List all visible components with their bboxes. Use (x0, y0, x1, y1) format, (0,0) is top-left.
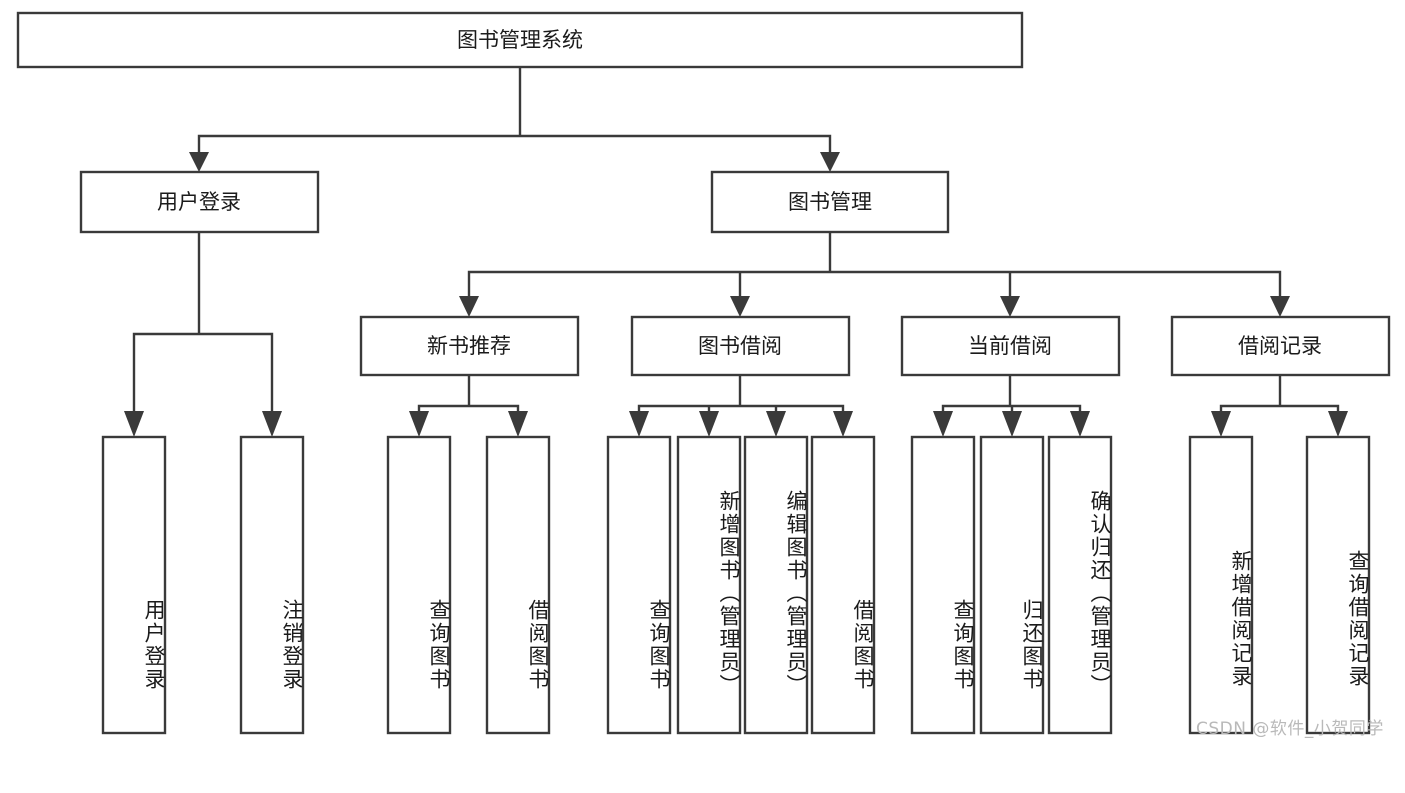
arrow-to-leaf-confirm-return-admin (1070, 411, 1090, 437)
arrow-to-leaf-query-book-borrow (629, 411, 649, 437)
edge-root-stem (197, 65, 832, 157)
csdn-watermark: CSDN @软件_小贺同学 (1196, 719, 1384, 739)
leaf-query-borrow-record-box[interactable] (1305, 435, 1371, 735)
arrow-to-user-login (189, 152, 209, 172)
arrow-to-leaf-logout (262, 411, 282, 437)
node-borrow-record-label: 借阅记录 (1238, 334, 1322, 358)
node-user-login[interactable]: 用户登录 (79, 170, 320, 234)
node-new-book-recommend-box[interactable] (359, 315, 580, 377)
diagram-canvas: 图书管理系统 用户登录 图书管理 新书推荐 图书借阅 当前借阅 借阅记录 (16, 11, 1391, 739)
node-user-login-box[interactable] (79, 170, 320, 234)
arrow-to-leaf-return-book (1002, 411, 1022, 437)
node-book-manage-label: 图书管理 (788, 190, 872, 214)
edges-newbook-to-leaves (409, 373, 528, 437)
leaf-boxes (101, 435, 1371, 735)
leaf-borrow-book-rec-box[interactable] (485, 435, 551, 735)
leaf-return-book-box[interactable] (979, 435, 1045, 735)
edge-bookborrow-stem (637, 373, 845, 417)
node-book-manage-box[interactable] (710, 170, 950, 234)
node-book-borrow-box[interactable] (630, 315, 851, 377)
leaf-borrow-book-box[interactable] (810, 435, 876, 735)
edges-bookborrow-to-leaves (629, 373, 853, 437)
leaf-add-borrow-record-box[interactable] (1188, 435, 1254, 735)
arrow-to-leaf-borrow-book (833, 411, 853, 437)
edges-bookmanage-to-level3 (459, 230, 1290, 317)
hierarchy-tree-svg: 图书管理系统 用户登录 图书管理 新书推荐 图书借阅 当前借阅 借阅记录 (16, 11, 1391, 735)
leaf-logout-box[interactable] (239, 435, 305, 735)
edges-borrowrecord-to-leaves (1211, 373, 1348, 437)
node-book-manage[interactable]: 图书管理 (710, 170, 950, 234)
node-book-borrow[interactable]: 图书借阅 (630, 315, 851, 377)
edges-currentborrow-to-leaves (933, 373, 1090, 437)
leaf-confirm-return-admin-box[interactable] (1047, 435, 1113, 735)
arrow-to-book-manage (820, 152, 840, 172)
node-new-book-recommend[interactable]: 新书推荐 (359, 315, 580, 377)
arrow-to-leaf-query-book-rec (409, 411, 429, 437)
arrow-to-book-borrow (730, 296, 750, 317)
edges-root-to-level2 (189, 65, 840, 172)
edge-currentborrow-stem (941, 373, 1082, 417)
arrow-to-borrow-record (1270, 296, 1290, 317)
arrow-to-current-borrow (1000, 296, 1020, 317)
arrow-to-leaf-query-book-cur (933, 411, 953, 437)
node-root-label: 图书管理系统 (457, 28, 583, 52)
node-root[interactable]: 图书管理系统 (16, 11, 1024, 69)
node-borrow-record[interactable]: 借阅记录 (1170, 315, 1391, 377)
arrow-to-leaf-query-borrow-record (1328, 411, 1348, 437)
leaf-edit-book-admin-box[interactable] (743, 435, 809, 735)
edges-userlogin-to-leaves (124, 230, 282, 437)
node-book-borrow-label: 图书借阅 (698, 334, 782, 358)
edge-newbook-stem (417, 373, 520, 417)
node-user-login-label: 用户登录 (157, 190, 241, 214)
arrow-to-leaf-user-login (124, 411, 144, 437)
arrow-to-leaf-add-borrow-record (1211, 411, 1231, 437)
node-current-borrow[interactable]: 当前借阅 (900, 315, 1121, 377)
leaf-add-book-admin-box[interactable] (676, 435, 742, 735)
leaf-user-login-box[interactable] (101, 435, 167, 735)
leaf-query-book-cur-box[interactable] (910, 435, 976, 735)
edge-bookmanage-stem (467, 230, 1282, 302)
arrow-to-leaf-add-book-admin (699, 411, 719, 437)
node-borrow-record-box[interactable] (1170, 315, 1391, 377)
node-root-box[interactable] (16, 11, 1024, 69)
arrow-to-leaf-borrow-book-rec (508, 411, 528, 437)
arrow-to-leaf-edit-book-admin (766, 411, 786, 437)
edge-borrowrecord-stem (1219, 373, 1340, 417)
leaf-query-book-borrow-box[interactable] (606, 435, 672, 735)
leaf-query-book-rec-box[interactable] (386, 435, 452, 735)
edge-userlogin-stem (132, 230, 274, 417)
node-current-borrow-box[interactable] (900, 315, 1121, 377)
node-new-book-recommend-label: 新书推荐 (427, 334, 511, 358)
arrow-to-new-book-recommend (459, 296, 479, 317)
node-current-borrow-label: 当前借阅 (968, 334, 1052, 358)
